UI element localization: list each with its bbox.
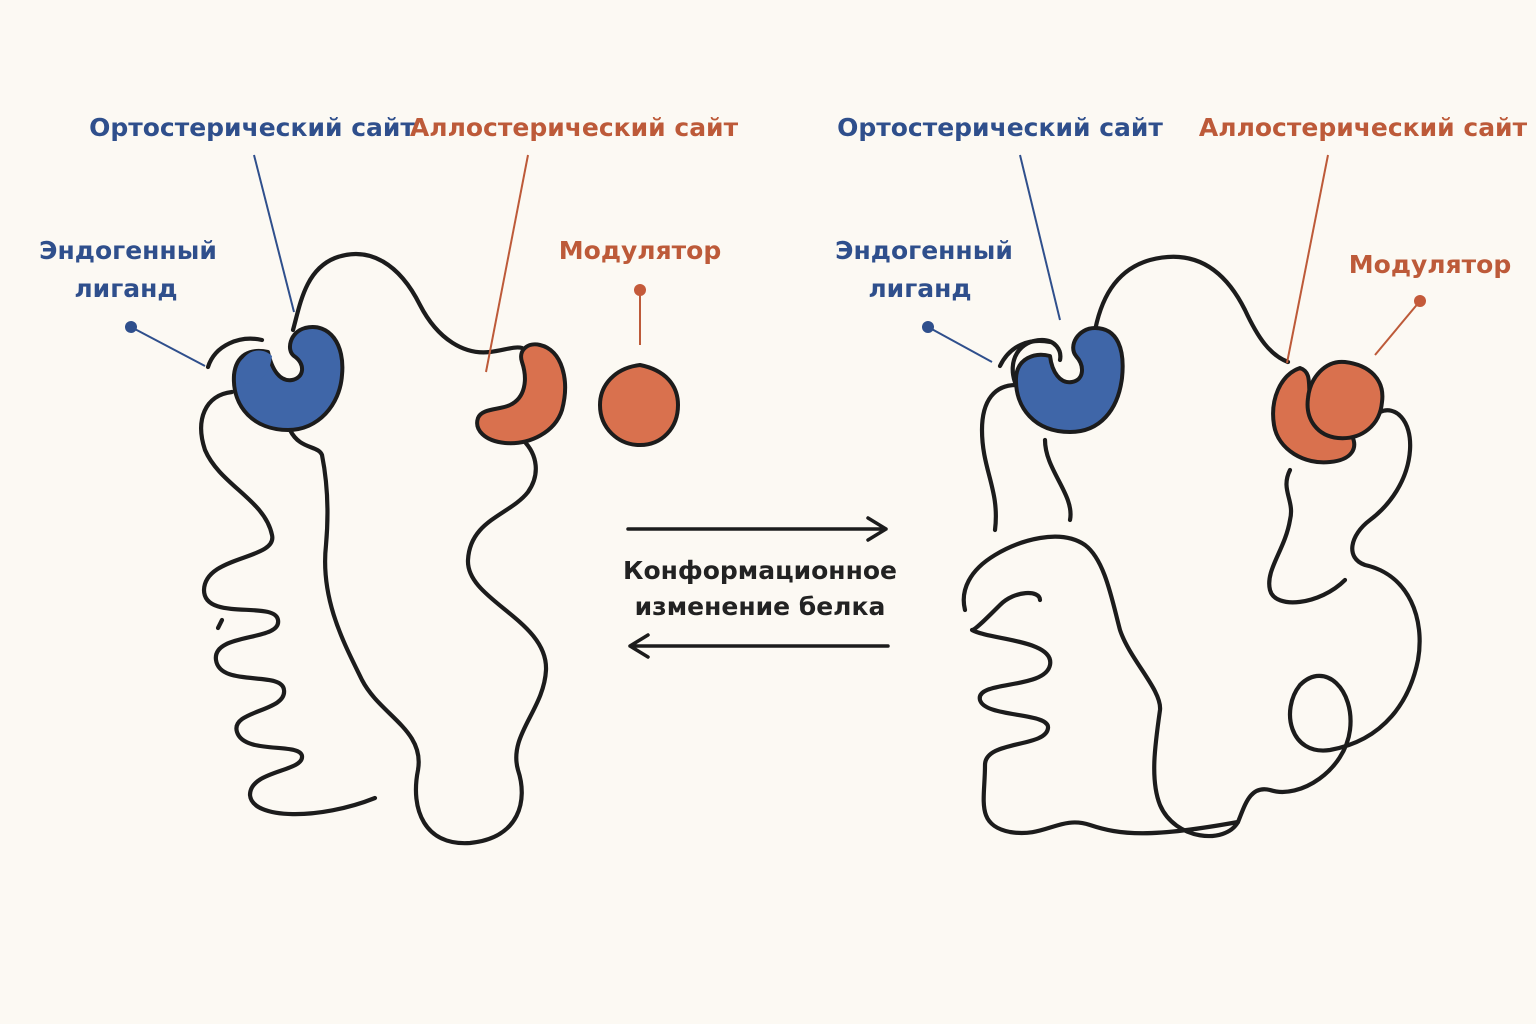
left-protein-chain-lower [287, 427, 549, 846]
right-modulator-leader [1374, 300, 1421, 356]
left-modulator-label: Модулятор [559, 236, 721, 265]
right-orthosteric-site [1013, 326, 1125, 434]
right-ligand-label-line2: лиганд [868, 274, 971, 303]
right-protein: Ортостерический сайт Аллостерический сай… [835, 113, 1528, 838]
right-modulator-dot [1414, 295, 1426, 307]
left-modulator [598, 363, 680, 447]
left-allosteric-leader [485, 154, 529, 373]
left-endogenous-ligand [238, 350, 272, 384]
caption-line2: изменение белка [635, 592, 886, 621]
right-protein-helix [969, 382, 1241, 836]
left-protein: Ортостерический сайт Аллостерический сай… [39, 113, 739, 846]
right-ligand-label-line1: Эндогенный [835, 236, 1013, 265]
forward-arrow [626, 516, 888, 542]
reverse-arrow [628, 633, 890, 659]
right-protein-chain-lower [961, 408, 1422, 838]
left-ligand-dot [125, 321, 137, 333]
right-ligand-ring [1010, 337, 1063, 388]
right-modulator-label: Модулятор [1349, 250, 1511, 279]
caption-line1: Конформационное [623, 556, 897, 585]
right-orthosteric-leader [1019, 154, 1061, 321]
right-chain-tail [1267, 467, 1348, 605]
right-modulator [1305, 359, 1385, 441]
left-ligand-label-line1: Эндогенный [39, 236, 217, 265]
right-ligand-leader [927, 326, 993, 363]
right-orthosteric-label: Ортостерический сайт [837, 113, 1163, 142]
left-allosteric-label: Аллостерический сайт [410, 113, 739, 142]
left-protein-chain [205, 252, 525, 370]
left-orthosteric-label: Ортостерический сайт [89, 113, 415, 142]
left-chain-tail [215, 617, 225, 631]
left-allosteric-site [475, 342, 567, 446]
right-allosteric-leader [1286, 154, 1329, 364]
conformational-change: Конформационное изменение белка [623, 516, 897, 659]
left-modulator-dot [634, 284, 646, 296]
left-ligand-label-line2: лиганд [74, 274, 177, 303]
right-ligand-dot [922, 321, 934, 333]
right-allosteric-label: Аллостерический сайт [1199, 113, 1528, 142]
right-protein-chain [997, 254, 1291, 369]
left-orthosteric-leader [253, 154, 295, 313]
left-ligand-leader [130, 326, 206, 367]
left-protein-helix [199, 389, 378, 817]
